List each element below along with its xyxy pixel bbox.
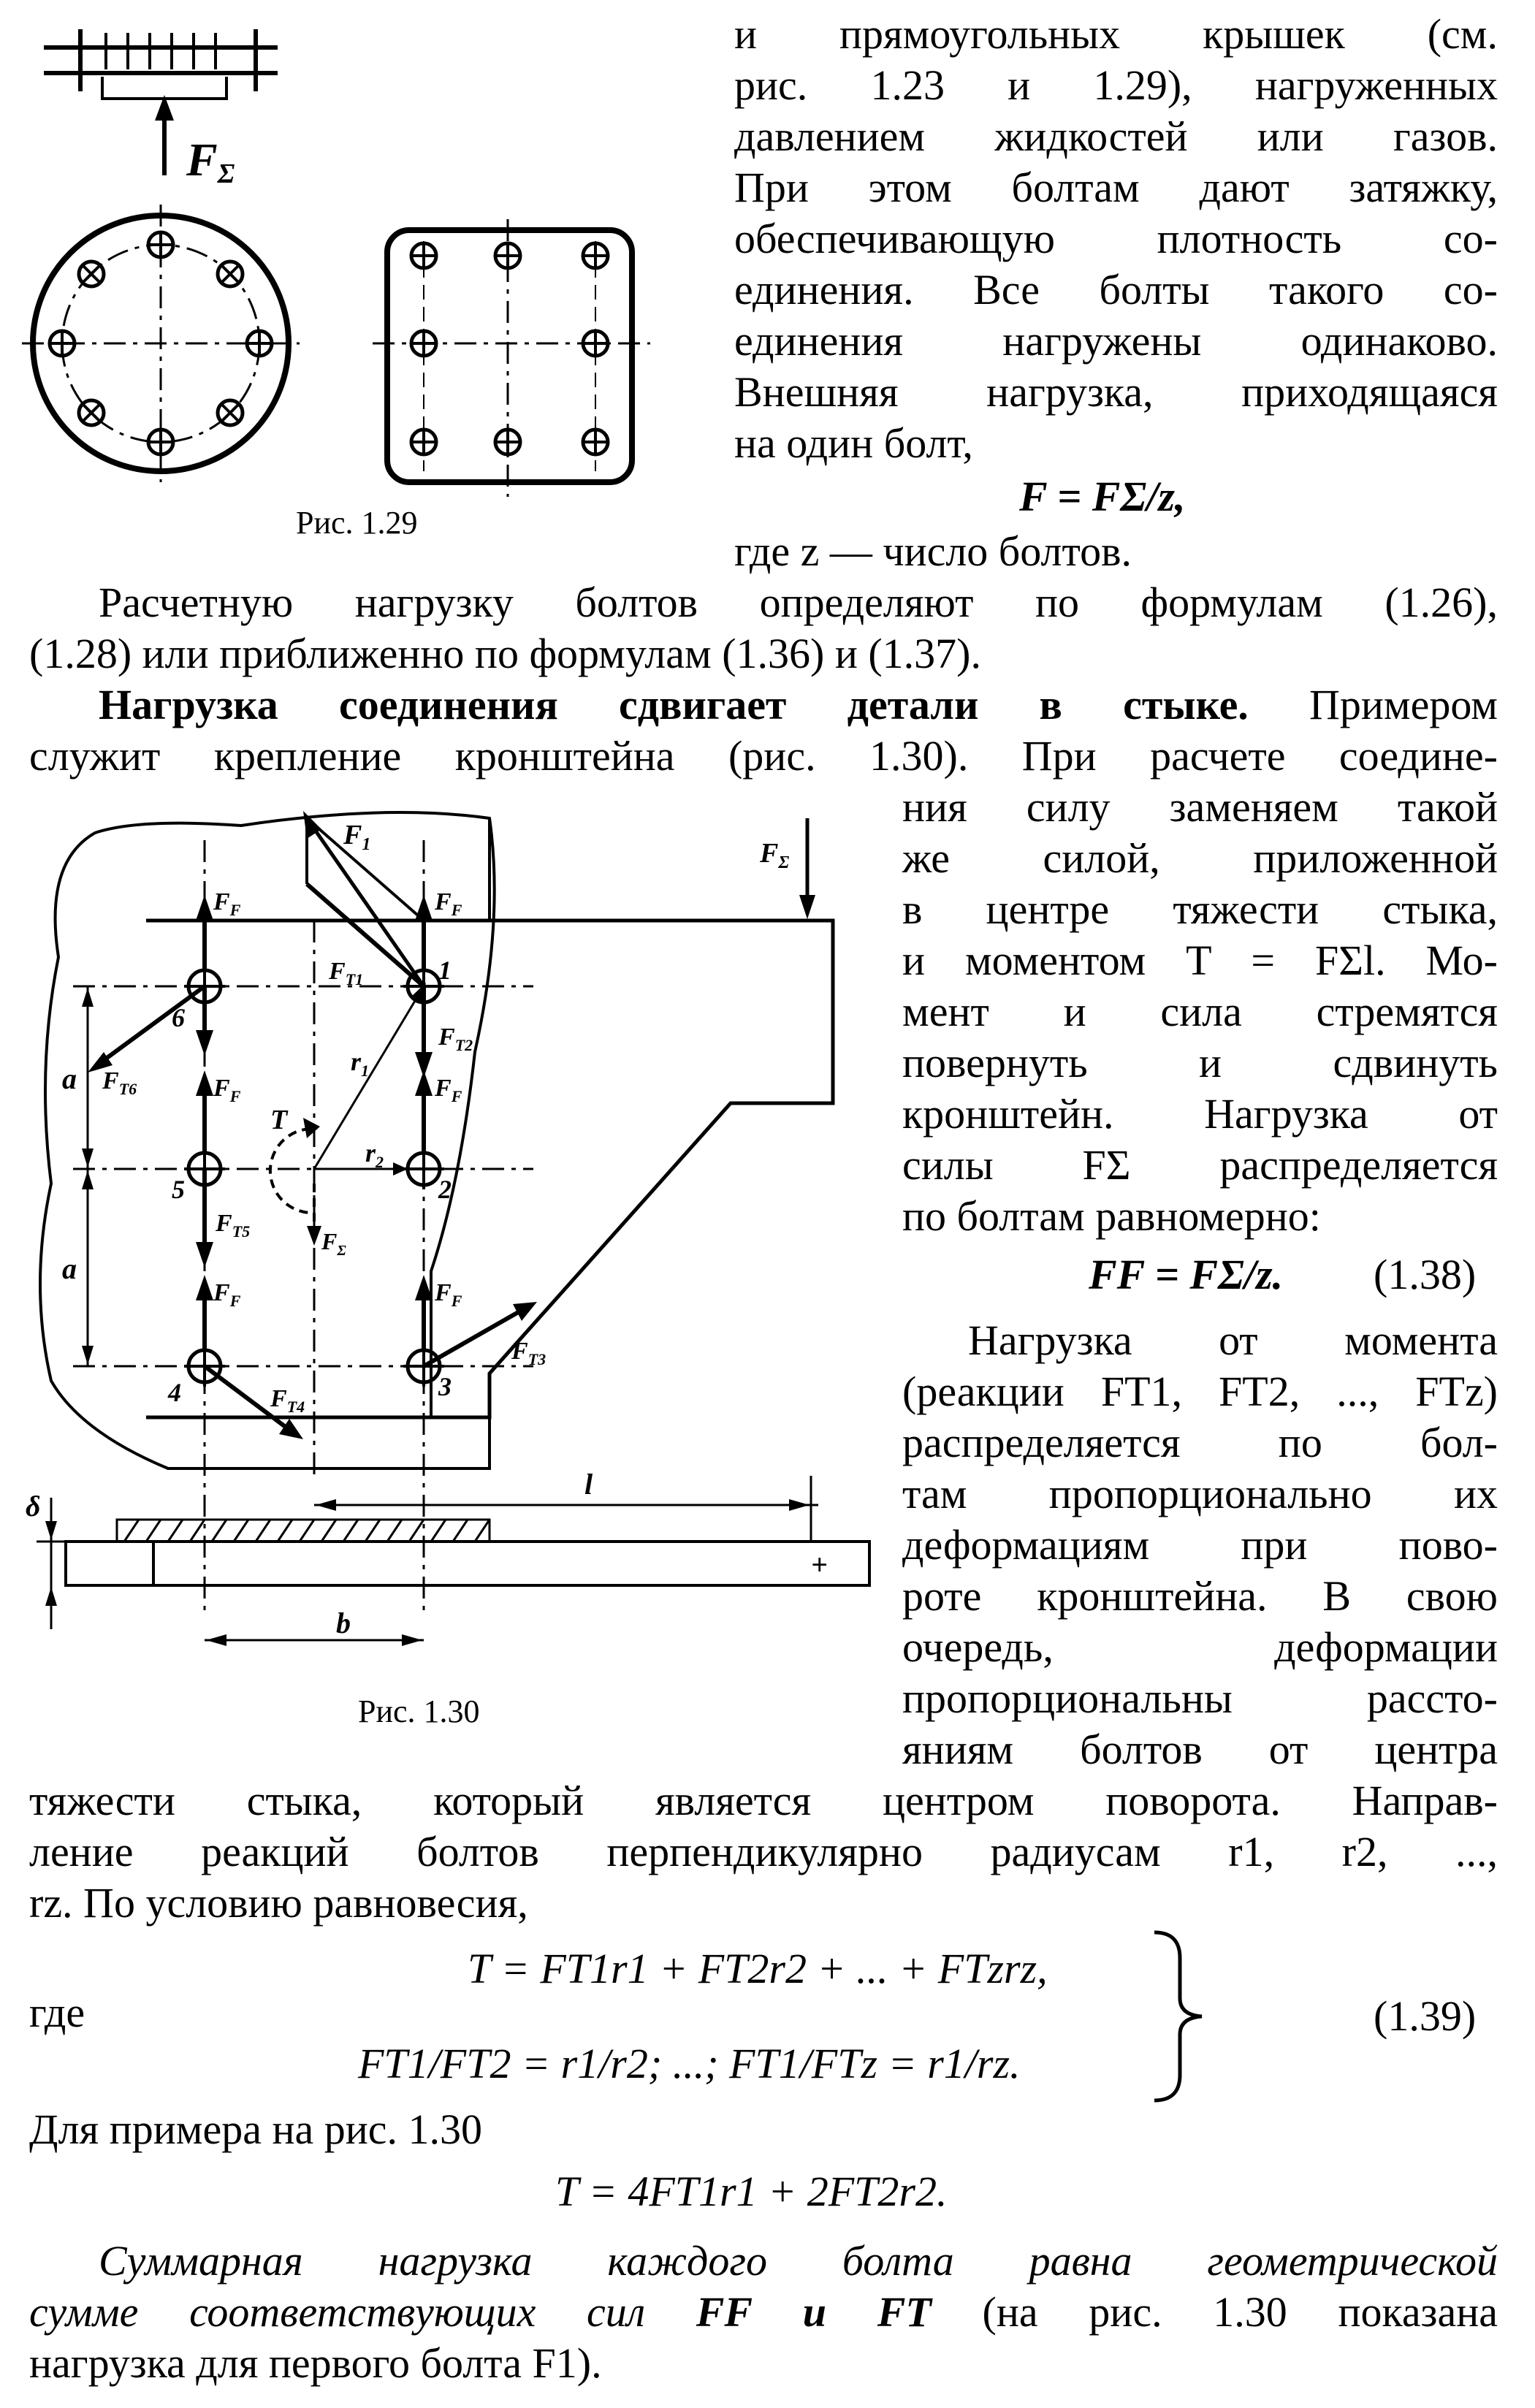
text-line: и моментом T = FΣl. Мо- (902, 937, 1498, 984)
text-line: мент и сила стремятся (902, 988, 1498, 1035)
text-line: где (29, 1989, 85, 2036)
text-line: Расчетную нагрузку болтов определяют по … (99, 579, 1498, 626)
figure-1-29: FΣ (22, 29, 650, 497)
equation-1-39-a: T = FT1r1 + FT2r2 + ... + FTzrz, (468, 1945, 1048, 1992)
text-line: Нагрузка соединения сдвигает детали в ст… (99, 681, 1498, 728)
text-line: роте кронштейна. В свою (902, 1572, 1498, 1620)
label-fsigma: FΣ (759, 838, 789, 872)
text-line: очередь, деформации (902, 1623, 1498, 1671)
label-delta: δ (26, 1490, 41, 1523)
label-ft4: FT4 (270, 1385, 305, 1416)
brace (1154, 1930, 1203, 2103)
equation-1-39-b: FT1/FT2 = r1/r2; ...; FT1/FTz = r1/rz. (358, 2040, 1021, 2087)
bolt-number: 6 (172, 1003, 185, 1032)
text-line: ния силу заменяем такой (902, 783, 1498, 831)
text-line: Нагрузка от момента (968, 1317, 1498, 1364)
label-r2: r2 (365, 1138, 384, 1171)
label-ft6: FT6 (102, 1067, 137, 1098)
figure-1-30-caption: Рис. 1.30 (358, 1693, 480, 1729)
text-line: повернуть и сдвинуть (902, 1039, 1498, 1086)
figure-1-29-caption: Рис. 1.29 (296, 505, 418, 541)
bolt-number: 3 (438, 1372, 452, 1401)
label-a: a (62, 1062, 77, 1095)
text-line: единения. Все болты такого со- (734, 266, 1498, 313)
label-t: T (270, 1105, 289, 1135)
text-line: тяжести стыка, который является центром … (29, 1777, 1498, 1824)
equation-1-38: FF = FΣ/z. (1089, 1251, 1284, 1298)
bolt-number: 2 (438, 1175, 452, 1204)
label-ft3: FT3 (511, 1338, 546, 1368)
label-ft5: FT5 (215, 1210, 250, 1241)
figure-1-30: F1 FΣ FF FF FF FF FF FF FT1 FT2 FT3 FT4 … (26, 811, 871, 1646)
text-line: распределяется по бол- (902, 1419, 1498, 1466)
equation-number: (1.39) (1374, 1992, 1477, 2040)
equation-f: F = FΣ/z, (1019, 473, 1186, 520)
text-line: там пропорционально их (902, 1470, 1498, 1517)
text-line: (1.28) или приближенно по формулам (1.36… (29, 630, 981, 677)
label-b: b (336, 1607, 351, 1639)
label-fsigma-center: FΣ (321, 1228, 346, 1259)
label-ff: FF (213, 1075, 241, 1105)
label-ff: FF (434, 1075, 462, 1105)
text-line: на один болт, (734, 419, 973, 467)
text-line: давлением жидкостей или газов. (734, 113, 1498, 160)
label-f1: F1 (343, 820, 370, 854)
bolt-number: 5 (172, 1175, 185, 1204)
label-ft1: FT1 (328, 958, 363, 988)
text-line: пропорциональны рассто- (902, 1674, 1498, 1722)
label-plus: + (811, 1548, 828, 1581)
label-ff: FF (213, 888, 241, 919)
text-line: сумме соответствующих сил FF и FT (на ри… (29, 2288, 1498, 2336)
text-line: где z — число болтов. (734, 527, 1132, 575)
text-line: деформациям при пово- (902, 1521, 1498, 1569)
text-line: (реакции FT1, FT2, ..., FTz) (902, 1368, 1498, 1415)
text-line: в центре тяжести стыка, (902, 885, 1498, 933)
text-line: рис. 1.23 и 1.29), нагруженных (734, 61, 1498, 109)
label-ff: FF (434, 1279, 462, 1310)
bolt-number: 4 (167, 1378, 181, 1407)
text-line: rz. По условию равновесия, (29, 1879, 528, 1927)
text-line: При этом болтам дают затяжку, (734, 164, 1498, 211)
text-line: Для примера на рис. 1.30 (29, 2106, 483, 2153)
equation-moment: T = 4FT1r1 + 2FT2r2. (555, 2168, 948, 2215)
text-line: же силой, приложенной (902, 834, 1498, 882)
label-ff: FF (213, 1279, 241, 1310)
text-line: ление реакций болтов перпендикулярно рад… (29, 1828, 1498, 1875)
text-line: по болтам равномерно: (902, 1192, 1321, 1240)
text-line: кронштейн. Нагрузка от (902, 1090, 1498, 1138)
text-line: Суммарная нагрузка каждого болта равна г… (99, 2237, 1498, 2285)
label-ft2: FT2 (438, 1024, 473, 1054)
label-r1: r1 (351, 1047, 369, 1080)
equation-number: (1.38) (1374, 1251, 1477, 1298)
label-ff: FF (434, 888, 462, 919)
text-line: силы FΣ распределяется (902, 1141, 1498, 1189)
text-line: яниям болтов от центра (902, 1726, 1498, 1773)
text-line: и прямоугольных крышек (см. (734, 10, 1498, 58)
bolt-number: 1 (438, 956, 452, 985)
label-a: a (62, 1252, 77, 1285)
label-l: l (584, 1468, 593, 1501)
text-line: единения нагружены одинаково. (734, 317, 1498, 365)
text-line: нагрузка для первого болта F1). (29, 2339, 602, 2387)
text-line: служит крепление кронштейна (рис. 1.30).… (29, 732, 1498, 780)
text-line: Внешняя нагрузка, приходящаяся (734, 368, 1498, 416)
text-line: обеспечивающую плотность со- (734, 215, 1498, 262)
force-label-fsigma: FΣ (186, 134, 235, 189)
